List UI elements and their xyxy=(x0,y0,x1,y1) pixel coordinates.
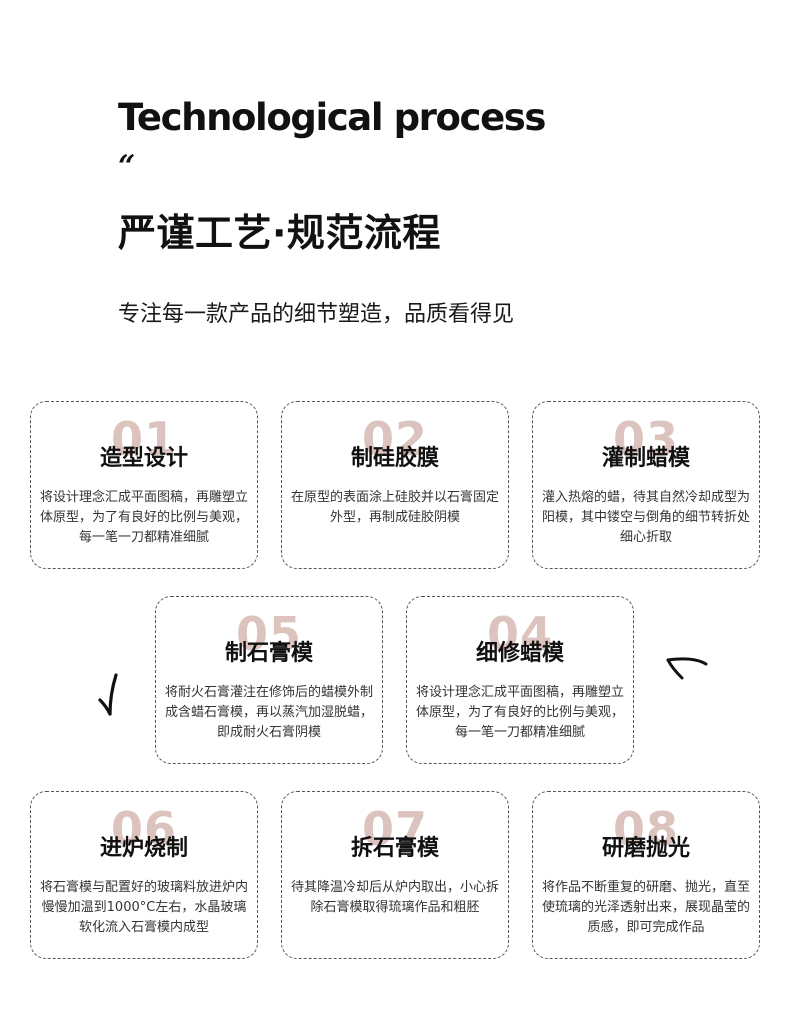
curved-down-arrow-icon xyxy=(98,673,118,716)
curved-down-arrow-icon xyxy=(666,657,708,680)
step-number: 04 xyxy=(486,607,553,661)
step-title: 制石膏模 xyxy=(224,641,313,666)
step-number: 02 xyxy=(361,412,428,466)
step-card-07: 07 拆石膏模 待其降温冷却后从炉内取出，小心拆除石膏模取得琉璃作品和粗胚 xyxy=(281,791,509,959)
step-title: 造型设计 xyxy=(99,446,188,471)
step-title: 进炉烧制 xyxy=(99,836,188,861)
step-card-03: 03 灌制蜡模 灌入热熔的蜡，待其自然冷却成型为阳模，其中镂空与倒角的细节转折处… xyxy=(532,401,760,569)
step-number: 01 xyxy=(110,412,177,466)
step-card-05: 05 制石膏模 将耐火石膏灌注在修饰后的蜡模外制成含蜡石膏模，再以蒸汽加湿脱蜡，… xyxy=(155,596,383,764)
quote-mark: “ xyxy=(118,149,136,184)
step-title: 拆石膏模 xyxy=(350,836,439,861)
step-description: 将设计理念汇成平面图稿，再雕塑立体原型，为了有良好的比例与美观，每一笔一刀都精准… xyxy=(415,685,624,740)
page-title-en: Technological process xyxy=(118,96,546,139)
step-number: 03 xyxy=(612,412,679,466)
step-card-04: 04 细修蜡模 将设计理念汇成平面图稿，再雕塑立体原型，为了有良好的比例与美观，… xyxy=(406,596,634,764)
step-description: 在原型的表面涂上硅胶并以石膏固定外型，再制成硅胶阴模 xyxy=(290,490,499,525)
step-description: 将作品不断重复的研磨、抛光，直至使琉璃的光泽透射出来，展现晶莹的质感，即可完成作… xyxy=(541,880,750,935)
step-description: 将耐火石膏灌注在修饰后的蜡模外制成含蜡石膏模，再以蒸汽加湿脱蜡，即成耐火石膏阴模 xyxy=(164,685,373,740)
step-title: 研磨抛光 xyxy=(601,836,690,861)
step-number: 07 xyxy=(361,802,428,856)
step-card-02: 02 制硅胶膜 在原型的表面涂上硅胶并以石膏固定外型，再制成硅胶阴模 xyxy=(281,401,509,569)
step-title: 制硅胶膜 xyxy=(350,446,439,471)
step-title: 细修蜡模 xyxy=(475,641,564,666)
step-description: 将石膏模与配置好的玻璃料放进炉内慢慢加温到1000°C左右，水晶玻璃软化流入石膏… xyxy=(39,880,248,935)
step-title: 灌制蜡模 xyxy=(601,446,690,471)
page-title-cn: 严谨工艺·规范流程 xyxy=(118,211,441,255)
step-number: 08 xyxy=(612,802,679,856)
step-number: 05 xyxy=(235,607,302,661)
step-card-01: 01 造型设计 将设计理念汇成平面图稿，再雕塑立体原型，为了有良好的比例与美观，… xyxy=(30,401,258,569)
step-description: 将设计理念汇成平面图稿，再雕塑立体原型，为了有良好的比例与美观，每一笔一刀都精准… xyxy=(39,490,248,545)
step-card-08: 08 研磨抛光 将作品不断重复的研磨、抛光，直至使琉璃的光泽透射出来，展现晶莹的… xyxy=(532,791,760,959)
step-description: 待其降温冷却后从炉内取出，小心拆除石膏模取得琉璃作品和粗胚 xyxy=(290,880,499,915)
step-number: 06 xyxy=(110,802,177,856)
page-subtitle: 专注每一款产品的细节塑造，品质看得见 xyxy=(118,302,515,327)
step-card-06: 06 进炉烧制 将石膏模与配置好的玻璃料放进炉内慢慢加温到1000°C左右，水晶… xyxy=(30,791,258,959)
step-description: 灌入热熔的蜡，待其自然冷却成型为阳模，其中镂空与倒角的细节转折处细心折取 xyxy=(541,490,750,545)
